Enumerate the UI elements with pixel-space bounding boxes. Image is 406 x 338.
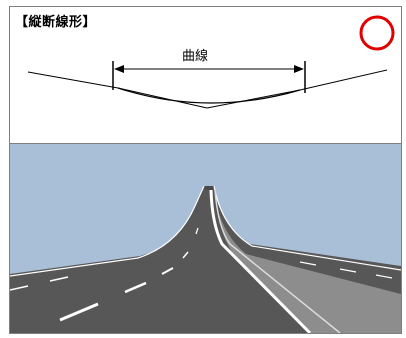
dimension-arrow-right — [294, 65, 304, 73]
figure-frame: 【縦断線形】 曲線 — [9, 6, 402, 334]
dimension-arrow-left — [114, 65, 124, 73]
lane-dash — [375, 274, 393, 279]
road-crest — [204, 186, 214, 190]
left-grade-line — [27, 71, 119, 89]
profile-diagram-svg — [27, 15, 395, 109]
left-tangent-extension — [117, 87, 208, 109]
lane-dash — [59, 302, 99, 322]
right-shoulder — [216, 204, 401, 333]
lane-dash — [299, 261, 317, 266]
shoulder-edge-line — [214, 189, 341, 333]
road-scene-svg — [10, 144, 401, 333]
left-edge-line — [10, 185, 205, 277]
lane-dash — [182, 251, 189, 259]
vertical-alignment-diagram: 【縦断線形】 曲線 — [10, 7, 401, 144]
diagram-title: 【縦断線形】 — [15, 15, 97, 30]
lane-dash — [161, 267, 174, 275]
right-grade-line — [299, 69, 388, 91]
curve-label: 曲線 — [182, 49, 209, 64]
right-tangent-extension — [206, 89, 301, 109]
lane-dash — [195, 227, 199, 235]
lane-dash — [124, 281, 147, 294]
lane-dash — [10, 285, 29, 291]
vertical-curve — [117, 87, 301, 104]
lane-dash — [339, 268, 357, 273]
correct-mark-circle-icon — [359, 15, 395, 51]
lane-dash — [49, 276, 69, 282]
right-lane-edge-line — [209, 189, 312, 333]
road-perspective-view — [10, 144, 401, 333]
